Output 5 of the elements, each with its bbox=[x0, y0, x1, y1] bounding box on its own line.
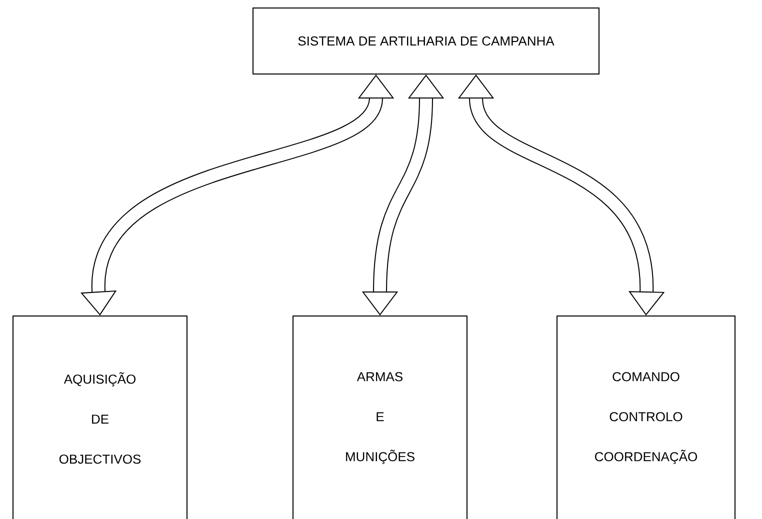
component-box: ARMAS E MUNIÇÕES bbox=[292, 316, 468, 519]
component-box: COMANDO CONTROLO COORDENAÇÃO bbox=[556, 316, 736, 519]
hollow-arrow bbox=[458, 74, 665, 316]
component-box: AQUISIÇÃO DE OBJECTIVOS bbox=[12, 316, 188, 519]
title-box: SISTEMA DE ARTILHARIA DE CAMPANHA bbox=[252, 8, 600, 74]
